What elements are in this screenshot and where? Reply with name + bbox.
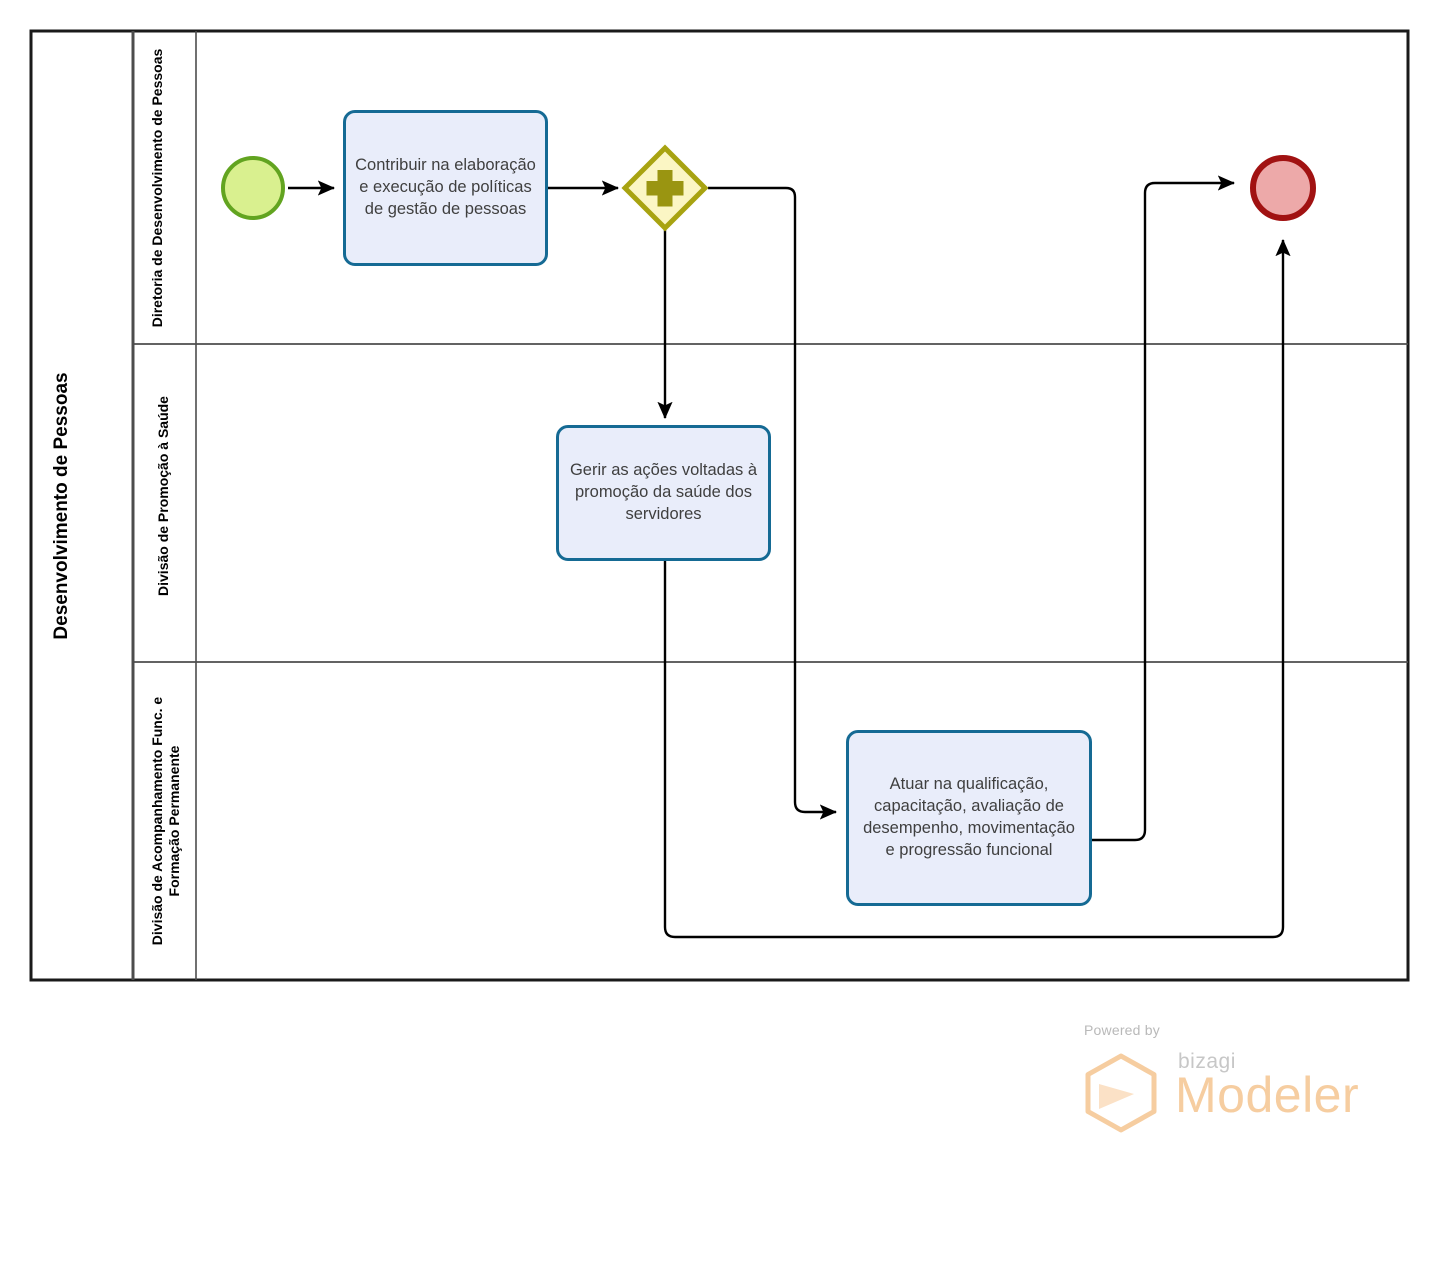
bizagi-hexagon-icon [1085,1053,1157,1133]
bizagi-wordmark: bizagi [1178,1050,1236,1073]
task-atuar-qualificacao[interactable]: Atuar na qualificação, capacitação, aval… [846,730,1092,906]
flow-gateway-to-task3 [708,186,838,820]
parallel-gateway[interactable] [621,144,709,232]
task-gerir-acoes-saude[interactable]: Gerir as ações voltadas à promoção da sa… [556,425,771,561]
end-event[interactable] [1250,155,1316,221]
pool-frame [29,29,1410,982]
task-contribuir-politicas[interactable]: Contribuir na elaboração e execução de p… [343,110,548,266]
start-event[interactable] [221,156,285,220]
flow-task2-to-end [663,238,1291,939]
flow-task3-to-end [1092,175,1236,842]
gateway-plus-icon [646,170,684,207]
bizagi-logo-block: Powered by bizagi Modeler [1060,1018,1360,1133]
powered-by-label: Powered by [1084,1022,1160,1038]
modeler-wordmark: Modeler [1175,1067,1360,1123]
